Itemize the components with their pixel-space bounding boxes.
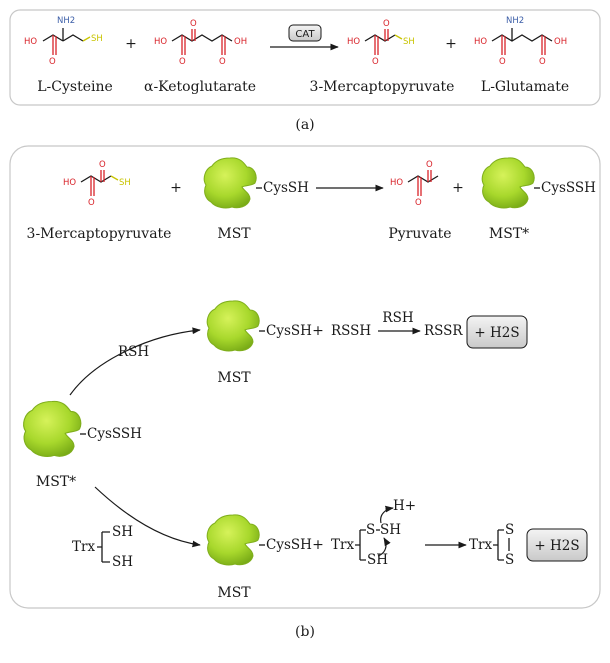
lower-trx-reactant: Trx [72,539,95,555]
upper-rssr: RSSR [424,323,463,339]
atom-o: O [49,57,56,67]
svg-text:S: S [366,522,375,538]
svg-text:SH: SH [380,522,401,538]
atom-sh: SH [91,34,103,44]
atom-o: O [219,57,226,67]
plus-sign-a1: + [125,36,137,52]
label-pyruvate: Pyruvate [388,226,451,242]
mst-enzyme-blob-lower [206,514,260,566]
l-glutamate-structure: HO O NH2 O OH [474,16,567,67]
label-mst-star-row1: MST* [489,226,529,242]
trx-disulfide-product: Trx S S [469,522,514,568]
label-3-mercaptopyruvate-a: 3-Mercaptopyruvate [310,79,455,95]
atom-o: O [426,160,433,170]
atom-ho: HO [154,37,167,47]
atom-o: O [88,198,95,208]
atom-nh2: NH2 [57,16,75,26]
label-l-glutamate: L-Glutamate [481,79,569,95]
plus-sign-b2: + [452,180,464,196]
curved-arrow-lower [94,486,201,548]
svg-text:S: S [505,522,514,538]
svg-text:SH: SH [367,552,388,568]
panel-b-frame [9,145,601,609]
atom-o: O [383,19,390,29]
atom-ho: HO [63,178,76,188]
mst-star-enzyme-blob [481,157,535,209]
atom-o: O [415,198,422,208]
curved-arrow-upper [69,327,201,396]
mst-star-enzyme-blob-center [23,400,82,457]
mst-cyssh-group: CysSH [263,180,309,196]
label-mst-row1: MST [217,226,251,242]
center-cysssh-group: CysSSH [87,426,142,442]
atom-ho: HO [347,37,360,47]
atom-oh: OH [234,37,247,47]
plus-sign-b1: + [170,180,182,196]
upper-rssh: RSSH [331,323,371,339]
pyruvate-structure: HO O O [390,160,439,208]
panel-a-frame [9,9,601,106]
label-alpha-ketoglutarate: α-Ketoglutarate [144,79,256,95]
atom-ho: HO [474,37,487,47]
trx-persulfide-intermediate: Trx S SH SH H+ [331,498,416,568]
label-l-cysteine: L-Cysteine [37,79,113,95]
atom-oh: OH [554,37,567,47]
upper-rsh-over-arrow: RSH [382,310,413,326]
panel-a-caption: (a) [295,117,314,133]
atom-o: O [179,57,186,67]
h2s-box-upper [466,315,528,349]
atom-o: O [499,57,506,67]
plus-sign-a2: + [445,36,457,52]
plus-sign-lower: + [312,537,324,553]
svg-text:S: S [505,552,514,568]
atom-nh2: NH2 [506,16,524,26]
cat-enzyme-label: CAT [295,29,315,40]
l-cysteine-structure: HO O NH2 SH [24,16,103,67]
upper-cyssh-group: CysSH [266,323,312,339]
atom-ho: HO [24,37,37,47]
h2s-label-upper: + H2S [474,325,519,341]
rsh-arrow-label: RSH [118,344,149,360]
lower-sh-bottom: SH [112,554,133,570]
cat-enzyme-box [288,24,322,42]
label-mst-upper: MST [217,370,251,386]
lower-cyssh-group: CysSH [266,537,312,553]
alpha-ketoglutarate-structure: HO O O O OH [154,19,247,67]
svg-text:Trx: Trx [331,537,354,553]
h-plus-label: H+ [393,498,416,514]
label-3-mercaptopyruvate-b: 3-Mercaptopyruvate [27,226,172,242]
label-mst-star-center: MST* [36,474,76,490]
mercaptopyruvate-structure-a: HO O O SH [347,19,415,67]
atom-sh: SH [403,37,415,47]
mst-enzyme-blob [203,157,257,209]
h2s-label-lower: + H2S [534,538,579,554]
atom-o: O [190,19,197,29]
panel-b-caption: (b) [295,624,315,640]
atom-sh: SH [119,178,131,188]
mercaptopyruvate-structure-b: HO O O SH [63,160,131,208]
svg-text:Trx: Trx [469,537,492,553]
plus-sign-upper: + [312,323,324,339]
mst-enzyme-blob-upper [206,300,260,352]
mst-star-cysssh-group: CysSSH [541,180,596,196]
atom-o: O [372,57,379,67]
h2s-box-lower [526,528,588,562]
atom-o: O [539,57,546,67]
atom-o: O [99,160,106,170]
label-mst-lower: MST [217,585,251,601]
atom-ho: HO [390,178,403,188]
lower-sh-top: SH [112,524,133,540]
